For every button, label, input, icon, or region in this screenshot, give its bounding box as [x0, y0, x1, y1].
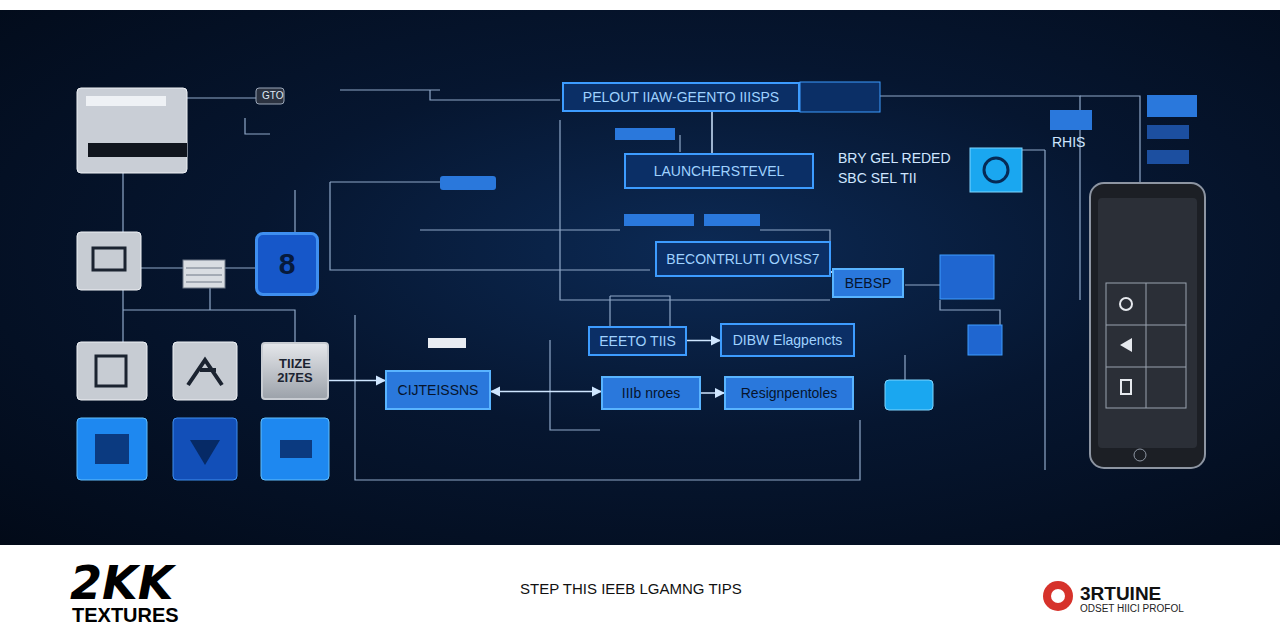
footer-caption: STEP THIS IEEB LGAMNG TIPS — [520, 580, 742, 597]
process-box: IIIb nroes — [601, 376, 701, 410]
icon-box: 8 — [255, 232, 319, 296]
side-label: SBC SEL TII — [838, 170, 917, 186]
logo-text: 2KK — [70, 556, 173, 610]
node-text: 8 — [279, 247, 296, 281]
process-box: EEETO TIIS — [588, 326, 687, 356]
side-label: BRY GEL REDED — [838, 150, 951, 166]
process-box: DIBW Elagpencts — [720, 323, 855, 357]
process-box: BEBSP — [832, 268, 904, 298]
node-text: LAUNCHERSTEVEL — [654, 163, 785, 179]
phone — [1090, 183, 1205, 468]
node-text: IIIb nroes — [622, 385, 680, 401]
node-text: BECONTRLUTI OVISS7 — [666, 251, 819, 267]
node-text: CIJTEISSNS — [398, 382, 479, 398]
node-text: TIIZE 2I7ES — [273, 357, 317, 386]
connector — [491, 391, 601, 393]
blue-icons — [77, 82, 1197, 480]
connector — [711, 112, 713, 153]
connector — [687, 340, 720, 342]
node-text: Resignpentoles — [741, 385, 838, 401]
left-panel — [77, 88, 187, 173]
process-box: LAUNCHERSTEVEL — [624, 153, 814, 189]
title-box: PELOUT IIAW-GEENTO IIISPS — [562, 82, 800, 112]
logo-text: 3RTUINE — [1080, 583, 1161, 605]
icon-box: TIIZE 2I7ES — [261, 342, 329, 400]
logo-text: ODSET HIICI PROFOL — [1080, 603, 1184, 614]
logo-text: TEXTURES — [72, 604, 179, 627]
process-box: Resignpentoles — [724, 376, 854, 410]
footer-logo-marks — [1043, 581, 1073, 611]
node-text: BEBSP — [845, 275, 892, 291]
connector — [701, 392, 724, 394]
process-box: BECONTRLUTI OVISS7 — [655, 241, 831, 277]
process-box: CIJTEISSNS — [385, 370, 491, 410]
node-text: PELOUT IIAW-GEENTO IIISPS — [583, 89, 779, 105]
grey-icons — [77, 232, 237, 400]
side-label: RHIS — [1052, 134, 1085, 150]
node-text: EEETO TIIS — [599, 333, 676, 349]
small-tag — [256, 88, 284, 104]
connector — [329, 380, 385, 382]
node-text: DIBW Elagpencts — [733, 332, 843, 348]
tag-text: GTO — [262, 90, 283, 101]
wires — [123, 90, 1140, 480]
